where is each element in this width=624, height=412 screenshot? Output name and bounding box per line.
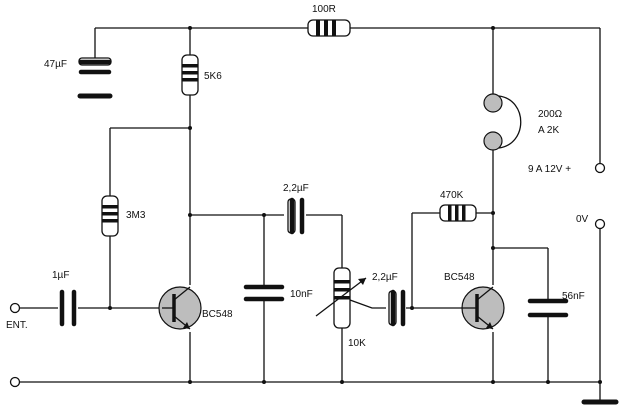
- gnd-terminal: 0V: [576, 214, 606, 230]
- label-10nf: 10nF: [290, 289, 313, 300]
- label-2u2-top: 2,2µF: [283, 183, 309, 194]
- resistor-100r: 100R: [307, 4, 351, 37]
- label-q1: BC548: [202, 309, 233, 320]
- resistor-5k6: 5K6: [181, 54, 222, 96]
- label-supply: 9 A 12V +: [528, 164, 571, 175]
- supply-terminal: 9 A 12V +: [528, 162, 606, 175]
- label-1uf: 1µF: [52, 270, 69, 281]
- earphone: 200Ω A 2K: [483, 93, 563, 151]
- capacitor-47uf: 47µF: [44, 57, 113, 99]
- potentiometer-10k: 10K: [315, 267, 367, 349]
- capacitor-2u2-top: 2,2µF: [283, 183, 309, 235]
- label-470k: 470K: [440, 190, 464, 201]
- label-47uf: 47µF: [44, 59, 67, 70]
- label-q2: BC548: [444, 272, 475, 283]
- label-2u2-bottom: 2,2µF: [372, 272, 398, 283]
- label-5k6: 5K6: [204, 71, 222, 82]
- label-speaker-imp-1: 200Ω: [538, 109, 563, 120]
- capacitor-10nf: 10nF: [243, 284, 313, 302]
- label-100r: 100R: [312, 4, 336, 15]
- input-terminal: ENT.: [6, 302, 28, 331]
- label-input: ENT.: [6, 320, 28, 331]
- label-speaker-imp-2: A 2K: [538, 125, 559, 136]
- label-10k: 10K: [348, 338, 366, 349]
- junction-dots: [108, 26, 602, 384]
- ground-left-terminal: [9, 376, 21, 388]
- resistor-3m3: 3M3: [101, 195, 146, 237]
- capacitor-2u2-bottom: 2,2µF: [372, 272, 406, 327]
- transistor-q1: BC548: [158, 286, 233, 330]
- capacitor-56nf: 56nF: [527, 291, 585, 318]
- label-0v: 0V: [576, 214, 589, 225]
- label-56nf: 56nF: [562, 291, 585, 302]
- capacitor-1uf: 1µF: [52, 270, 77, 327]
- transistor-q2: BC548: [444, 272, 505, 330]
- label-3m3: 3M3: [126, 210, 146, 221]
- resistor-470k: 470K: [439, 190, 477, 222]
